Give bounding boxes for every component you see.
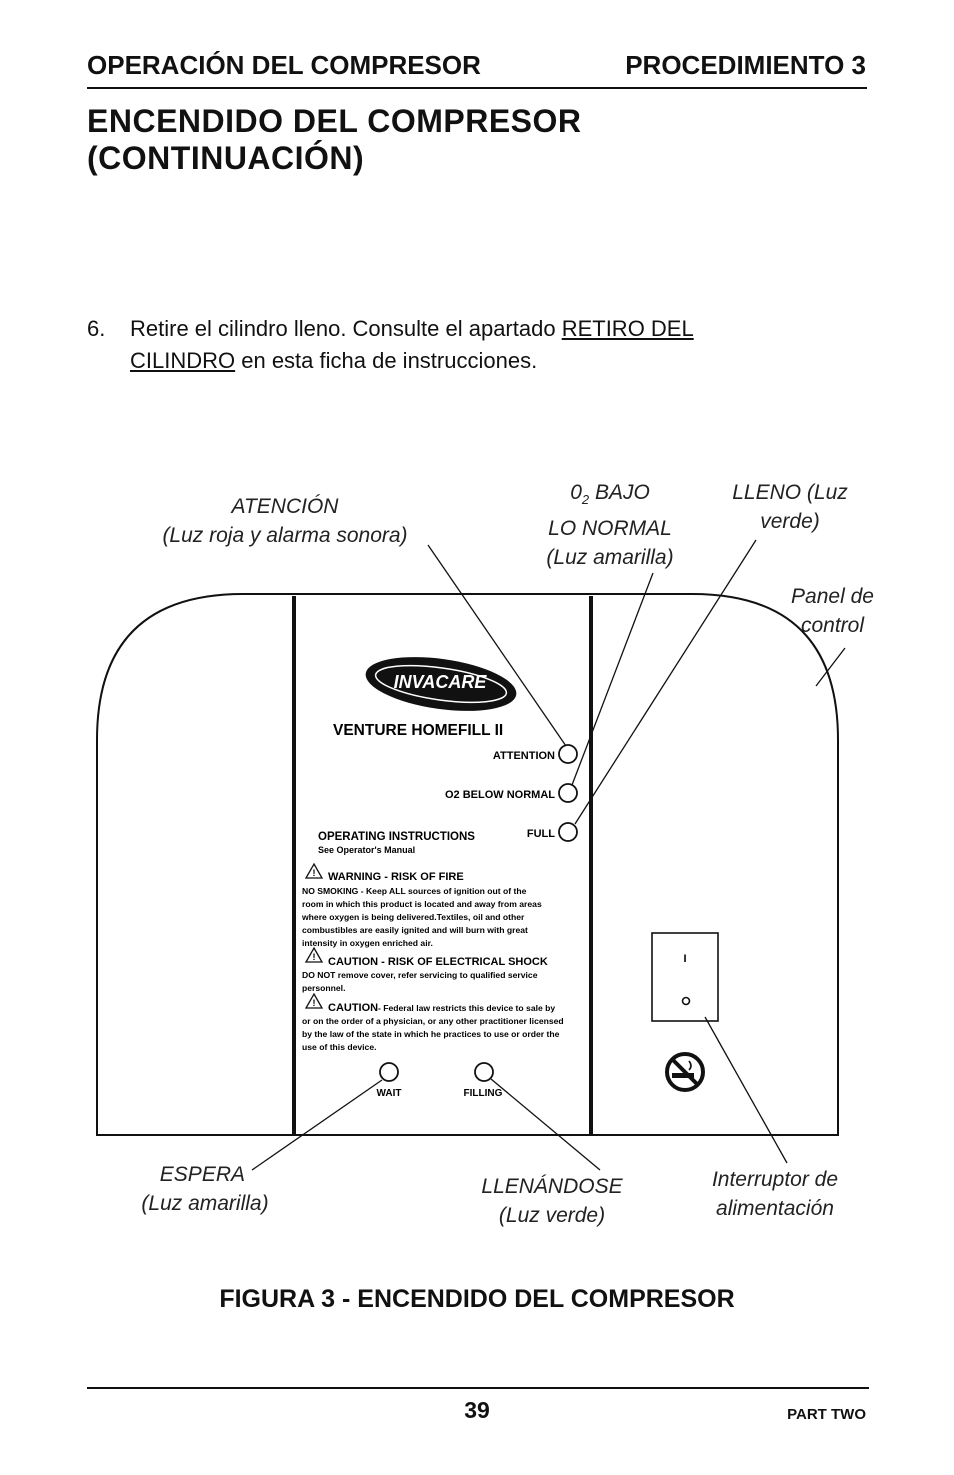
power-switch <box>651 932 719 1022</box>
led-attention-label: ATTENTION <box>493 750 555 762</box>
logo-oval <box>365 657 517 711</box>
leader-o2 <box>571 572 654 786</box>
svg-text:!: ! <box>313 952 316 962</box>
callout-filling: LLENÁNDOSE (Luz verde) <box>462 1172 642 1230</box>
leader-filling <box>490 1078 601 1171</box>
warning-fire-line1: NO SMOKING - Keep ALL sources of ignitio… <box>302 886 527 896</box>
svg-text:!: ! <box>313 998 316 1008</box>
op-instructions-title: OPERATING INSTRUCTIONS <box>318 831 475 843</box>
warning-triangle-icon: ! <box>304 862 324 879</box>
warning-triangle-icon: ! <box>304 946 324 963</box>
callout-o2-text: BAJO <box>589 481 650 504</box>
svg-text:!: ! <box>313 868 316 878</box>
footer-part: PART TWO <box>787 1406 866 1423</box>
caution-federal-line1: - Federal law restricts this device to s… <box>378 1003 555 1013</box>
callout-o2-line2: LO NORMAL <box>548 517 672 541</box>
callout-full-line2: verde) <box>760 510 820 533</box>
caution-federal-title: CAUTION <box>328 1002 378 1014</box>
warning-triangle-icon: ! <box>304 992 324 1009</box>
callout-o2-line3: (Luz amarilla) <box>546 546 674 570</box>
caution-federal-line4: use of this device. <box>302 1042 377 1052</box>
warning-shock-line1: DO NOT remove cover, refer servicing to … <box>302 970 538 980</box>
callout-o2-line1: 02 BAJO <box>520 478 700 514</box>
callout-o2-num: 0 <box>570 481 582 504</box>
callout-switch-line2: alimentación <box>716 1197 834 1220</box>
no-smoking-icon <box>665 1052 705 1092</box>
power-switch-off-icon <box>681 996 691 1006</box>
warning-fire-line5: intensity in oxygen enriched air. <box>302 938 433 948</box>
page-title: ENCENDIDO DEL COMPRESOR (CONTINUACIÓN) <box>87 103 582 177</box>
callout-full-line1: LLENO (Luz <box>732 481 848 504</box>
callout-attention: ATENCIÓN (Luz roja y alarma sonora) <box>150 492 420 550</box>
callout-switch-line1: Interruptor de <box>711 1168 839 1191</box>
invacare-logo: INVACARE <box>365 657 517 711</box>
callout-panel-line1: Panel de <box>791 585 874 608</box>
callout-wait-sub: (Luz amarilla) <box>141 1192 269 1215</box>
led-filling <box>474 1062 494 1082</box>
callout-power-switch: Interruptor de alimentación <box>690 1165 860 1223</box>
callout-o2-below-normal: 02 BAJO LO NORMAL (Luz amarilla) <box>520 478 700 572</box>
section-header-left: OPERACIÓN DEL COMPRESOR <box>87 50 481 80</box>
panel-model-name: VENTURE HOMEFILL II <box>333 722 503 739</box>
callout-full: LLENO (Luz verde) <box>715 478 865 536</box>
warning-fire-line2: room in which this product is located an… <box>302 899 542 909</box>
footer-rule <box>87 1387 869 1389</box>
step-text-before: Retire el cilindro lleno. Consulte el ap… <box>130 316 562 341</box>
callout-wait: ESPERA (Luz amarilla) <box>120 1160 290 1218</box>
leader-attention <box>427 544 567 747</box>
warning-fire-title: WARNING - RISK OF FIRE <box>328 871 464 883</box>
led-full-label: FULL <box>527 828 555 840</box>
step-link-line1[interactable]: RETIRO DEL <box>561 316 694 341</box>
warning-shock-title: CAUTION - RISK OF ELECTRICAL SHOCK <box>328 956 548 968</box>
section-header-right: PROCEDIMIENTO 3 <box>625 50 866 80</box>
led-o2-below-normal <box>558 783 578 803</box>
logo-oval-ring <box>374 664 508 704</box>
step-number: 6. <box>87 316 106 341</box>
led-wait-label: WAIT <box>377 1088 402 1099</box>
callout-filling-title: LLENÁNDOSE <box>481 1175 623 1198</box>
leader-wait <box>251 1079 383 1171</box>
led-attention <box>558 744 578 764</box>
led-o2-label: O2 BELOW NORMAL <box>445 789 555 801</box>
warning-fire-line3: where oxygen is being delivered.Textiles… <box>301 912 525 922</box>
page-number: 39 <box>464 1397 490 1423</box>
leader-full <box>574 539 757 825</box>
step-text-after: en esta ficha de instrucciones. <box>235 348 538 373</box>
callout-o2-sub: 2 <box>581 492 590 508</box>
panel-outline <box>96 593 839 1136</box>
callout-attention-title: ATENCIÓN <box>231 495 339 518</box>
callout-panel-line2: control <box>800 614 865 637</box>
warning-fire-line4: combustibles are easily ignited and will… <box>302 925 528 935</box>
figure-caption: FIGURA 3 - ENCENDIDO DEL COMPRESOR <box>219 1285 735 1313</box>
page-title-line2: (CONTINUACIÓN) <box>87 140 365 176</box>
logo-text: INVACARE <box>394 672 488 692</box>
callout-wait-title: ESPERA <box>159 1163 245 1186</box>
callout-control-panel: Panel de control <box>775 582 890 640</box>
caution-federal-line3: by the law of the state in which he prac… <box>302 1029 560 1039</box>
leader-switch <box>704 1016 788 1164</box>
header-rule <box>87 87 867 89</box>
step-link-line2[interactable]: CILINDRO <box>130 348 236 373</box>
step-text: Retire el cilindro lleno. Consulte el ap… <box>130 313 830 377</box>
page-title-line1: ENCENDIDO DEL COMPRESOR <box>87 103 582 139</box>
warning-shock-line2: personnel. <box>302 983 345 993</box>
callout-attention-sub: (Luz roja y alarma sonora) <box>162 524 408 547</box>
led-full <box>558 822 578 842</box>
leader-lines <box>251 539 846 1171</box>
led-filling-label: FILLING <box>464 1088 503 1099</box>
led-wait <box>379 1062 399 1082</box>
callout-filling-sub: (Luz verde) <box>498 1204 606 1227</box>
power-switch-on-label: I <box>683 953 686 965</box>
op-instructions-sub: See Operator's Manual <box>318 845 415 855</box>
caution-federal-line2: or on the order of a physician, or any o… <box>302 1016 564 1026</box>
leader-panel <box>815 647 846 687</box>
